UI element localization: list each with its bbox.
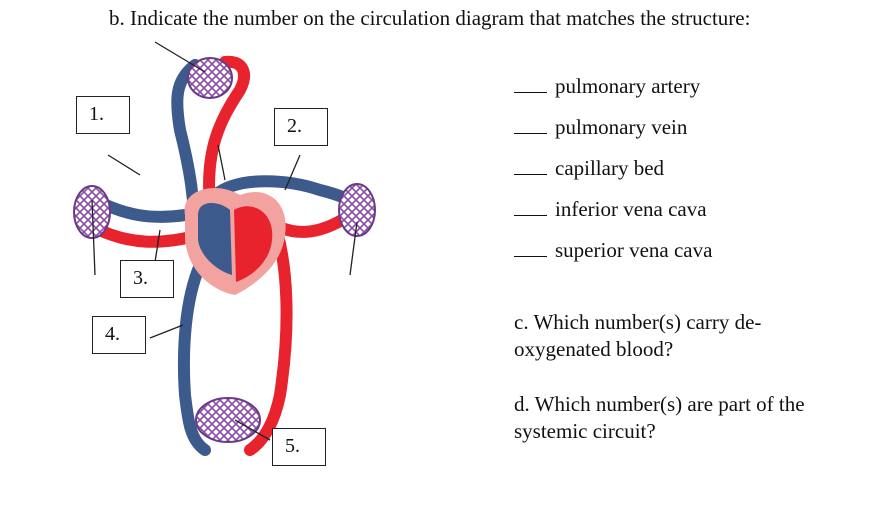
question-d: d. Which number(s) are part of the syste… — [514, 391, 874, 445]
leader-line-svc — [217, 144, 226, 181]
question-c-line1: c. Which number(s) carry de- — [514, 310, 762, 334]
leader-line-left-bed — [91, 199, 96, 276]
leader-line-5 — [234, 419, 271, 441]
answer-blank-3[interactable] — [514, 173, 547, 175]
capillary-beds — [73, 57, 376, 443]
leader-line-4 — [149, 324, 184, 339]
left-arm-artery — [89, 222, 206, 248]
descending-aorta-vessel — [244, 204, 293, 456]
aorta-arch-vessel — [203, 55, 250, 211]
answer-blank-2[interactable] — [514, 132, 547, 134]
leader-line-1 — [107, 154, 141, 176]
capillary-bed-right — [338, 183, 376, 237]
match-row-capillary-bed: capillary bed — [514, 156, 712, 197]
question-c: c. Which number(s) carry de- oxygenated … — [514, 309, 874, 363]
inferior-vena-cava-vessel — [177, 259, 211, 456]
structure-label: inferior vena cava — [555, 197, 707, 221]
structure-label: pulmonary artery — [555, 74, 701, 98]
match-row-inferior-vena-cava: inferior vena cava — [514, 197, 712, 238]
question-d-line1: d. Which number(s) are part of the — [514, 392, 805, 416]
match-row-pulmonary-vein: pulmonary vein — [514, 115, 712, 156]
label-box-3: 3. — [120, 260, 174, 298]
heart-right-side — [198, 203, 232, 275]
leader-line-3 — [154, 229, 161, 263]
answer-blank-4[interactable] — [514, 214, 547, 216]
question-d-line2: systemic circuit? — [514, 419, 656, 443]
leader-line-2 — [284, 154, 301, 191]
match-row-pulmonary-artery: pulmonary artery — [514, 74, 712, 115]
question-b-prompt: b. Indicate the number on the circulatio… — [109, 6, 751, 30]
capillary-bed-top — [187, 57, 233, 99]
label-box-4: 4. — [92, 316, 146, 354]
structure-label: capillary bed — [555, 156, 665, 180]
label-box-2: 2. — [274, 108, 328, 146]
capillary-bed-bottom — [195, 397, 261, 443]
label-box-1: 1. — [76, 96, 130, 134]
leader-line-top — [154, 41, 206, 73]
leader-line-right-bed — [349, 221, 358, 276]
label-box-5: 5. — [272, 428, 326, 466]
answer-blank-5[interactable] — [514, 255, 547, 257]
heart — [184, 187, 286, 295]
answer-blank-1[interactable] — [514, 91, 547, 93]
structure-label: superior vena cava — [555, 238, 713, 262]
question-c-line2: oxygenated blood? — [514, 337, 674, 361]
heart-left-side — [234, 206, 273, 282]
structure-match-list: pulmonary artery pulmonary vein capillar… — [514, 74, 712, 279]
leader-lines — [91, 41, 358, 441]
match-row-superior-vena-cava: superior vena cava — [514, 238, 712, 279]
structure-label: pulmonary vein — [555, 115, 688, 139]
